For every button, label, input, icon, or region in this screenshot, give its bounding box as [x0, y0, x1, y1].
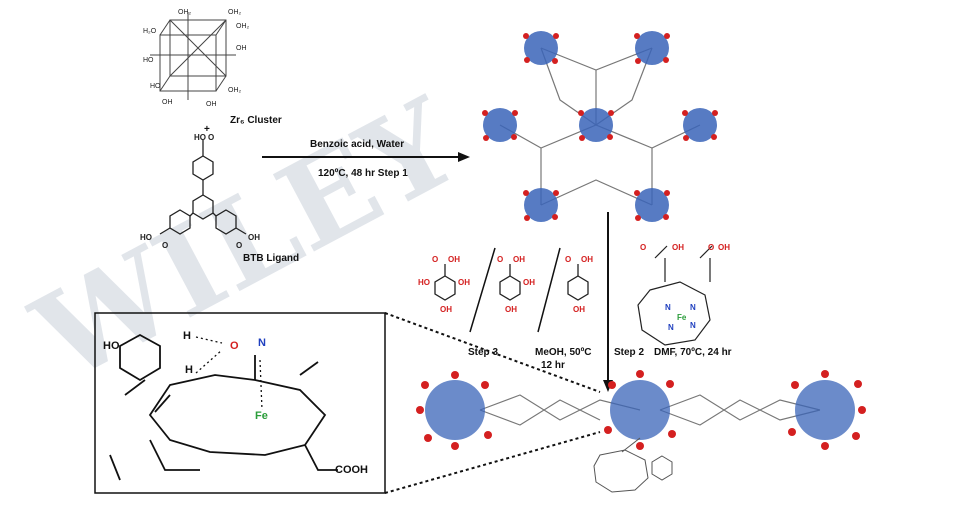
svg-text:OH: OH: [458, 278, 470, 287]
mof-oxygen-dots: [482, 33, 718, 221]
svg-text:O: O: [208, 133, 214, 142]
svg-text:OH: OH: [523, 278, 535, 287]
svg-text:OH₂: OH₂: [228, 9, 242, 16]
svg-text:OH: OH: [236, 45, 247, 52]
svg-text:OH: OH: [248, 233, 260, 242]
zr6-cluster-structure: [150, 12, 236, 100]
svg-text:HO: HO: [194, 133, 206, 142]
acid2-atoms: O OH OH OH: [497, 255, 535, 314]
step2-conditions: DMF, 70ºC, 24 hr: [654, 347, 732, 358]
svg-text:OH₂: OH₂: [228, 87, 242, 94]
inset-h-top: H: [183, 330, 191, 342]
btb-ligand-label: BTB Ligand: [243, 253, 300, 264]
svg-text:OH: OH: [581, 255, 593, 264]
svg-text:OH₂: OH₂: [178, 9, 192, 16]
inset-o-label: O: [230, 340, 239, 352]
step3-duration: 12 hr: [541, 360, 565, 371]
svg-text:O: O: [497, 255, 503, 264]
bottom-chain-nodes: [425, 380, 855, 440]
inset-porphyrin: [109, 333, 338, 481]
svg-text:O: O: [708, 243, 714, 252]
acid2-structure: [499, 264, 521, 301]
step1-arrow: [262, 152, 470, 162]
step2-label: Step 2: [614, 347, 645, 358]
svg-text:N: N: [665, 303, 671, 312]
svg-text:OH: OH: [440, 305, 452, 314]
acid1-structure: [434, 264, 456, 301]
step2-arrow: [603, 212, 613, 392]
svg-text:OH: OH: [573, 305, 585, 314]
bottom-chain-oxygens: [416, 370, 866, 450]
inset-hbonds: [195, 336, 263, 411]
acid1-atoms: O OH HO OH OH: [418, 255, 470, 314]
step3-conditions: MeOH, 50ºC: [535, 347, 592, 358]
svg-text:Fe: Fe: [677, 313, 687, 322]
inset-ho-label: HO: [103, 340, 120, 352]
zr6-cluster-atoms: OH₂ OH₂ H₂O OH₂ OH HO HO OH₂ OH OH: [143, 9, 250, 108]
inset-h-bottom: H: [185, 364, 193, 376]
svg-text:HO: HO: [418, 278, 430, 287]
acid3-structure: [567, 264, 589, 301]
inset-connector-top: [384, 312, 601, 393]
svg-text:N: N: [690, 303, 696, 312]
btb-ligand-structure: [159, 140, 247, 235]
inset-n-label: N: [258, 337, 266, 349]
svg-text:HO: HO: [150, 83, 161, 90]
svg-text:OH₂: OH₂: [236, 23, 250, 30]
inset-connector-bottom: [384, 431, 601, 494]
svg-text:HO: HO: [140, 233, 152, 242]
svg-text:OH: OH: [162, 99, 173, 106]
step1-conditions-top: Benzoic acid, Water: [310, 139, 405, 150]
svg-text:OH: OH: [505, 305, 517, 314]
svg-text:OH: OH: [513, 255, 525, 264]
inset-fe-label: Fe: [255, 410, 268, 422]
svg-text:N: N: [668, 323, 674, 332]
svg-text:OH: OH: [448, 255, 460, 264]
inset-box: [94, 312, 386, 494]
zr6-cluster-label: Zr₆ Cluster: [230, 115, 282, 126]
svg-text:HO: HO: [143, 57, 154, 64]
acid-dividers: [469, 247, 561, 333]
svg-text:O: O: [565, 255, 571, 264]
svg-text:OH: OH: [718, 243, 730, 252]
pendant-porphyrin: [593, 437, 673, 493]
svg-text:O: O: [236, 241, 242, 250]
step3-label: Step 3: [468, 347, 499, 358]
svg-text:H₂O: H₂O: [143, 28, 157, 35]
inset-cooh-label: COOH: [335, 464, 368, 476]
svg-text:O: O: [640, 243, 646, 252]
acid3-atoms: O OH OH: [565, 255, 593, 314]
svg-text:N: N: [690, 321, 696, 330]
svg-text:OH: OH: [672, 243, 684, 252]
plus-sign: +: [204, 124, 210, 135]
svg-text:O: O: [162, 241, 168, 250]
fe-porphyrin-structure: [637, 245, 713, 346]
mof-nodes: [483, 31, 717, 222]
svg-text:OH: OH: [206, 101, 217, 108]
svg-text:O: O: [432, 255, 438, 264]
step1-conditions-bottom: 120ºC, 48 hr Step 1: [318, 168, 408, 179]
